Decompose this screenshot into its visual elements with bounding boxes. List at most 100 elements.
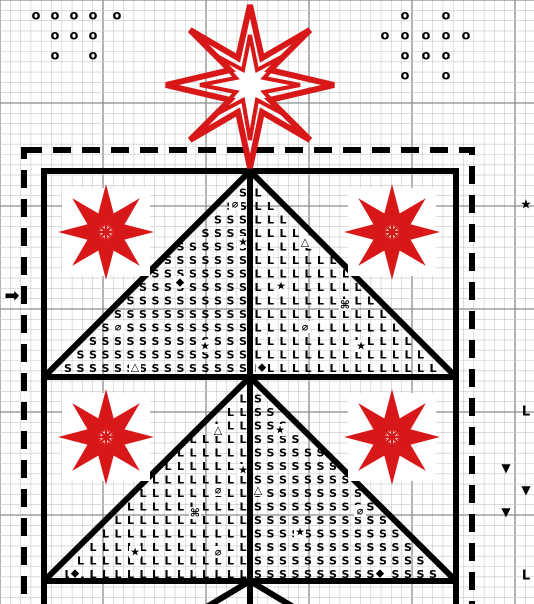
stitch-symbol: L (267, 335, 274, 348)
stitch-symbol: S (152, 295, 160, 308)
stitch-symbol: S (279, 447, 287, 460)
stitch-symbol: S (227, 308, 235, 321)
stitch-symbol: L (304, 254, 311, 267)
stitch-symbol: S (254, 555, 262, 568)
circle-mark: o (113, 9, 122, 24)
stitch-symbol: L (267, 281, 274, 294)
stitch-symbol: S (417, 555, 425, 568)
stitch-symbol: ★ (238, 464, 248, 477)
stitch-symbol: L (164, 541, 171, 554)
circle-mark: o (89, 9, 98, 24)
stitch-symbol: L (177, 514, 184, 527)
eight-point-star-icon (62, 393, 150, 481)
stitch-symbol: S (77, 362, 85, 375)
stitch-symbol: L (329, 322, 336, 335)
stitch-symbol: L (139, 514, 146, 527)
stitch-symbol: ★ (276, 280, 286, 293)
stitch-symbol: L (202, 541, 209, 554)
stitch-symbol: L (292, 268, 299, 281)
stitch-symbol: L (89, 541, 96, 554)
stitch-symbol: S (392, 541, 400, 554)
circle-mark: o (401, 29, 410, 44)
stitch-symbol: S (292, 501, 300, 514)
stitch-symbol: ◆ (176, 276, 185, 289)
stitch-symbol: L (392, 335, 399, 348)
stitch-symbol: L (279, 322, 286, 335)
stitch-symbol: L (114, 541, 121, 554)
stitch-symbol: L (254, 281, 261, 294)
stitch-symbol: L (114, 555, 121, 568)
stitch-symbol: S (189, 281, 197, 294)
stitch-symbol: L (304, 295, 311, 308)
stitch-symbol: L (317, 349, 324, 362)
stitch-symbol: S (267, 474, 275, 487)
circle-mark: o (401, 9, 410, 24)
stitch-symbol: S (329, 501, 337, 514)
stitch-symbol: S (202, 268, 210, 281)
stitch-symbol: L (404, 335, 411, 348)
stitch-symbol: S (139, 335, 147, 348)
circle-mark: o (70, 9, 79, 24)
stitch-symbol: S (152, 362, 160, 375)
stitch-symbol: L (267, 200, 274, 213)
stitch-symbol: S (239, 281, 247, 294)
stitch-symbol: S (239, 362, 247, 375)
stitch-symbol: L (342, 349, 349, 362)
stitch-symbol: S (304, 460, 312, 473)
stitch-symbol: S (214, 362, 222, 375)
stitch-symbol: L (317, 295, 324, 308)
stitch-symbol: L (202, 501, 209, 514)
stitch-symbol: S (152, 349, 160, 362)
stitch-symbol: S (367, 514, 375, 527)
stitch-symbol: S (304, 447, 312, 460)
stitch-symbol: L (292, 308, 299, 321)
stitch-symbol: L (429, 362, 436, 375)
stitch-symbol: L (214, 447, 221, 460)
stitch-symbol: S (317, 514, 325, 527)
stitch-symbol: L (177, 528, 184, 541)
stitch-symbol: S (254, 447, 262, 460)
stitch-symbol: S (279, 474, 287, 487)
stitch-symbol: L (239, 514, 246, 527)
stitch-symbol: L (227, 420, 234, 433)
stitch-symbol: S (189, 295, 197, 308)
stitch-symbol: S (214, 281, 222, 294)
stitch-symbol: S (279, 528, 287, 541)
stitch-symbol: ⌀ (357, 505, 364, 518)
stitch-symbol: L (317, 308, 324, 321)
stitch-symbol: S (164, 322, 172, 335)
stitch-symbol: S (89, 349, 97, 362)
stitch-symbol: S (279, 514, 287, 527)
stitch-symbol: ★ (356, 340, 366, 353)
stitch-symbol: L (279, 362, 286, 375)
stitch-symbol: S (379, 541, 387, 554)
stitch-symbol: S (267, 487, 275, 500)
circle-mark: o (51, 49, 60, 64)
stitch-symbol: S (239, 214, 247, 227)
stitch-symbol: S (214, 268, 222, 281)
stitch-symbol: S (342, 501, 350, 514)
stitch-symbol: S (254, 460, 262, 473)
stitch-symbol: L (292, 227, 299, 240)
stitch-symbol: S (227, 281, 235, 294)
stitch-symbol: L (102, 555, 109, 568)
stitch-symbol: L (279, 241, 286, 254)
stitch-symbol: S (267, 555, 275, 568)
stitch-symbol: L (202, 447, 209, 460)
stitch-symbol: S (164, 295, 172, 308)
stitch-symbol: L (239, 420, 246, 433)
stitch-symbol: L (164, 528, 171, 541)
stitch-symbol: S (342, 514, 350, 527)
stitch-symbol: S (214, 295, 222, 308)
stitch-symbol: L (202, 487, 209, 500)
stitch-symbol: L (239, 406, 246, 419)
stitch-symbol: S (177, 335, 185, 348)
stitch-symbol: L (279, 214, 286, 227)
stitch-symbol: L (267, 308, 274, 321)
stitch-symbol: L (379, 335, 386, 348)
stitch-symbol: L (152, 514, 159, 527)
stitch-symbol: S (354, 541, 362, 554)
stitch-symbol: L (214, 528, 221, 541)
stitch-symbol: S (227, 295, 235, 308)
stitch-symbol: S (367, 555, 375, 568)
